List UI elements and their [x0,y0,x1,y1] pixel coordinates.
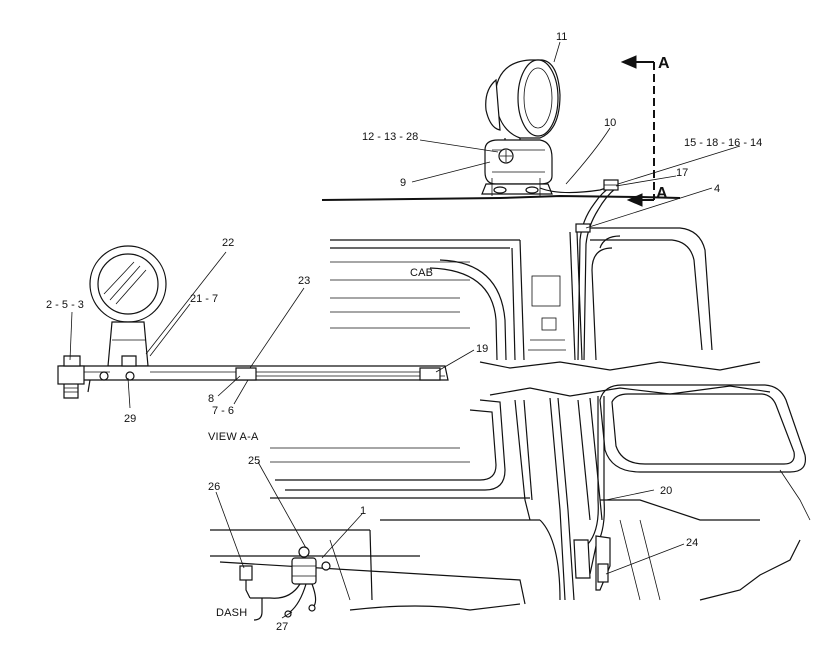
section-label-a-mid: A [656,185,668,202]
leader-lines [69,41,741,619]
callout-10: 10 [604,117,616,129]
callout-19: 19 [476,343,488,355]
lower-cab-body [210,384,807,605]
callout-9: 9 [400,177,406,189]
label-cab: CAB [410,267,433,279]
callout-22: 22 [222,237,234,249]
callout-2-5-3: 2 - 5 - 3 [46,299,84,311]
callout-23: 23 [298,275,310,287]
callout-12-13-28: 12 - 13 - 28 [362,131,418,143]
section-marker-a [620,55,655,207]
callout-24: 24 [686,537,698,549]
view-a-a-assembly [57,245,449,399]
callout-20: 20 [660,485,672,497]
dash-switch-assembly [239,396,611,621]
roof-harness [539,179,619,361]
callout-11: 11 [556,31,567,43]
callouts: 11 10 12 - 13 - 28 9 15 - 18 - 16 - 14 1… [46,31,762,633]
callout-15-18-16-14: 15 - 18 - 16 - 14 [684,137,762,149]
callout-29: 29 [124,413,136,425]
callout-1: 1 [360,505,366,517]
callout-26: 26 [208,481,220,493]
label-view-a-a: VIEW A-A [208,431,259,443]
callout-8: 8 [208,393,214,405]
callout-21-7: 21 - 7 [190,293,218,305]
callout-25: 25 [248,455,260,467]
label-dash: DASH [216,607,247,619]
callout-4: 4 [714,183,720,195]
section-label-a-top: A [658,55,670,72]
callout-17: 17 [676,167,688,179]
callout-27: 27 [276,621,288,633]
labels: CAB VIEW A-A DASH A A [208,55,670,619]
cab-body [321,194,713,361]
roof-work-light [481,59,561,196]
callout-7-6: 7 - 6 [212,405,234,417]
break-lines [349,361,811,611]
